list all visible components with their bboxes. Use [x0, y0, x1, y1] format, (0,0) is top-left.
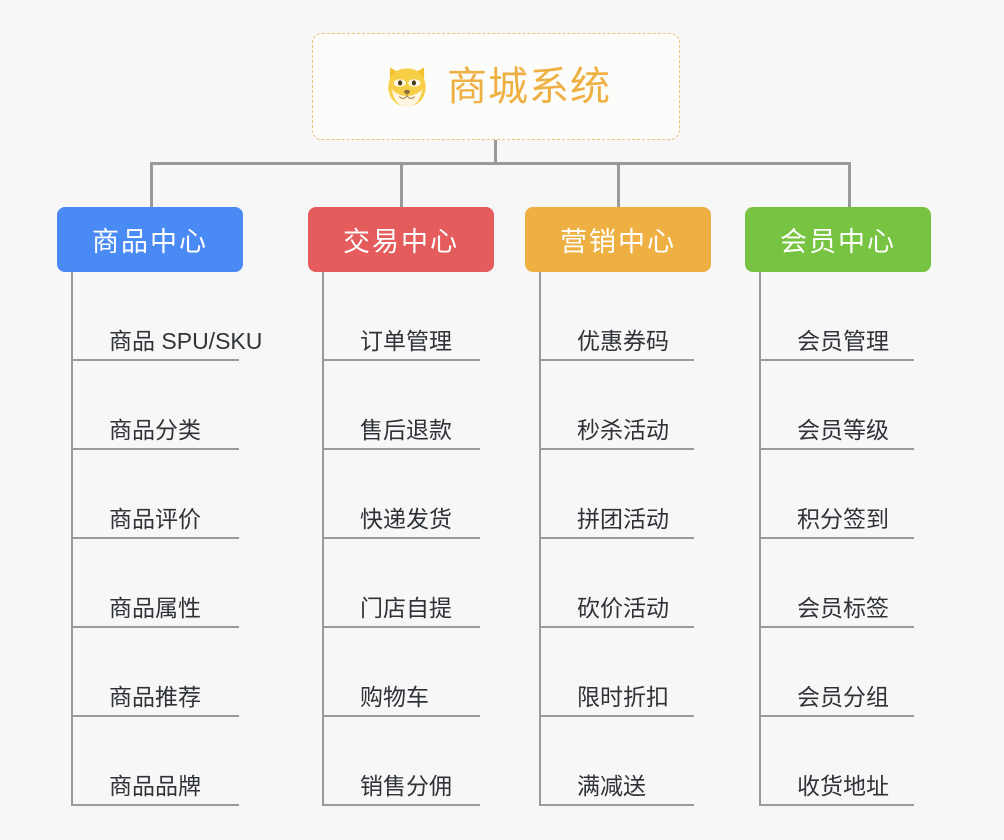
leaf-item[interactable]: 商品属性 [71, 539, 239, 628]
trunk-line [539, 272, 541, 806]
leaf-item[interactable]: 会员分组 [759, 628, 914, 717]
category-header-label: 商品中心 [92, 227, 208, 257]
trunk-line [759, 272, 761, 806]
leaf-label: 秒杀活动 [577, 417, 669, 444]
leaf-label: 满减送 [577, 773, 646, 800]
leaf-label: 商品推荐 [109, 684, 201, 711]
leaf-label: 优惠券码 [577, 328, 669, 355]
category-header-trade[interactable]: 交易中心 [308, 207, 494, 272]
leaf-label: 会员管理 [797, 328, 889, 355]
leaf-label: 拼团活动 [577, 506, 669, 533]
root-node[interactable]: 商城系统 [312, 33, 680, 140]
leaf-label: 会员分组 [797, 684, 889, 711]
leaf-item[interactable]: 会员等级 [759, 361, 914, 450]
leaf-item[interactable]: 秒杀活动 [539, 361, 694, 450]
category-column-product: 商品中心 商品 SPU/SKU 商品分类 商品评价 商品属性 商品推荐 商品品牌 [57, 207, 262, 806]
leaf-label: 快递发货 [360, 506, 452, 533]
leaf-item[interactable]: 商品 SPU/SKU [71, 272, 262, 361]
leaf-item[interactable]: 销售分佣 [322, 717, 480, 806]
leaf-item[interactable]: 积分签到 [759, 450, 914, 539]
trunk-line [322, 272, 324, 806]
connector-drop-1 [150, 162, 153, 208]
category-header-label: 营销中心 [560, 227, 676, 257]
leaf-label: 商品 SPU/SKU [109, 328, 263, 355]
leaf-item[interactable]: 会员管理 [759, 272, 914, 361]
leaf-label: 购物车 [360, 684, 429, 711]
category-header-member[interactable]: 会员中心 [745, 207, 931, 272]
leaf-item[interactable]: 快递发货 [322, 450, 480, 539]
leaf-item[interactable]: 拼团活动 [539, 450, 694, 539]
leaf-list-product: 商品 SPU/SKU 商品分类 商品评价 商品属性 商品推荐 商品品牌 [71, 272, 262, 806]
leaf-item[interactable]: 订单管理 [322, 272, 480, 361]
leaf-label: 砍价活动 [577, 595, 669, 622]
leaf-item[interactable]: 商品推荐 [71, 628, 239, 717]
leaf-label: 积分签到 [797, 506, 889, 533]
connector-drop-3 [617, 162, 620, 208]
leaf-item[interactable]: 满减送 [539, 717, 694, 806]
leaf-label: 收货地址 [797, 773, 889, 800]
connector-drop-2 [400, 162, 403, 208]
category-header-product[interactable]: 商品中心 [57, 207, 243, 272]
shiba-dog-icon [388, 67, 426, 106]
leaf-item[interactable]: 商品品牌 [71, 717, 239, 806]
leaf-item[interactable]: 门店自提 [322, 539, 480, 628]
leaf-label: 商品评价 [109, 506, 201, 533]
leaf-label: 订单管理 [360, 328, 452, 355]
leaf-item[interactable]: 商品分类 [71, 361, 239, 450]
leaf-label: 限时折扣 [577, 684, 669, 711]
connector-drop-4 [848, 162, 851, 208]
category-header-label: 会员中心 [780, 227, 896, 257]
leaf-label: 商品属性 [109, 595, 201, 622]
leaf-item[interactable]: 会员标签 [759, 539, 914, 628]
leaf-label: 商品品牌 [109, 773, 201, 800]
leaf-list-marketing: 优惠券码 秒杀活动 拼团活动 砍价活动 限时折扣 满减送 [539, 272, 694, 806]
leaf-item[interactable]: 限时折扣 [539, 628, 694, 717]
category-column-trade: 交易中心 订单管理 售后退款 快递发货 门店自提 购物车 销售分佣 [308, 207, 494, 806]
leaf-item[interactable]: 砍价活动 [539, 539, 694, 628]
leaf-item[interactable]: 售后退款 [322, 361, 480, 450]
leaf-list-member: 会员管理 会员等级 积分签到 会员标签 会员分组 收货地址 [759, 272, 914, 806]
category-column-member: 会员中心 会员管理 会员等级 积分签到 会员标签 会员分组 收货地址 [745, 207, 931, 806]
leaf-label: 售后退款 [360, 417, 452, 444]
connector-horizontal-bus [150, 162, 851, 165]
leaf-label: 销售分佣 [360, 773, 452, 800]
leaf-label: 会员标签 [797, 595, 889, 622]
leaf-label: 商品分类 [109, 417, 201, 444]
root-title: 商城系统 [447, 64, 611, 109]
category-header-label: 交易中心 [343, 227, 459, 257]
trunk-line [71, 272, 73, 806]
leaf-item[interactable]: 优惠券码 [539, 272, 694, 361]
leaf-item[interactable]: 商品评价 [71, 450, 239, 539]
leaf-label: 会员等级 [797, 417, 889, 444]
category-column-marketing: 营销中心 优惠券码 秒杀活动 拼团活动 砍价活动 限时折扣 满减送 [525, 207, 711, 806]
leaf-item[interactable]: 收货地址 [759, 717, 914, 806]
leaf-list-trade: 订单管理 售后退款 快递发货 门店自提 购物车 销售分佣 [322, 272, 480, 806]
leaf-label: 门店自提 [360, 595, 452, 622]
leaf-item[interactable]: 购物车 [322, 628, 480, 717]
category-header-marketing[interactable]: 营销中心 [525, 207, 711, 272]
connector-root-stem [494, 140, 497, 165]
